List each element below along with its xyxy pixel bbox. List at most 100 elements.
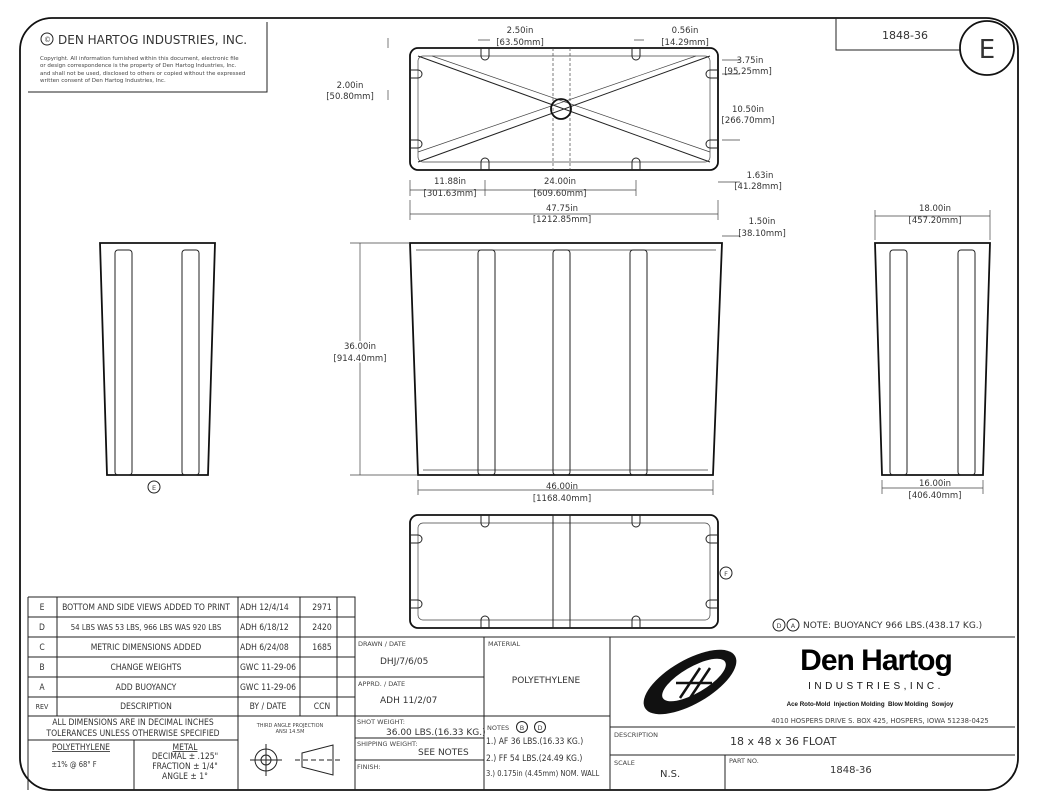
dim-value: 24.00in [544,177,576,187]
note-tag: A [791,622,796,630]
rev-letter: C [39,643,44,653]
dim-value: 18.00in [919,204,951,214]
dim-value: 2.50in [507,26,534,36]
notes-tag: D [537,724,542,732]
projection-line: THIRD ANGLE PROJECTION [256,723,324,729]
logo-company-sub: INDUSTRIES,INC. [808,681,944,692]
rev-description: BOTTOM AND SIDE VIEWS ADDED TO PRINT [62,603,230,613]
rev-header: DESCRIPTION [120,702,172,712]
buoyancy-note: D A NOTE: BUOYANCY 966 LBS.(438.17 KG.) [772,618,982,632]
dim-value: [50.80mm] [326,92,374,102]
rev-letter: B [39,663,44,673]
rev-letter: E [40,603,45,613]
shipping-weight-label: SHIPPING WEIGHT: [357,740,417,748]
description-label: DESCRIPTION [614,731,658,739]
copyright-line: or design correspondence is the property… [40,63,237,69]
dim-value: [63.50mm] [496,38,544,48]
dim-value: 46.00in [546,482,578,492]
rev-letter: D [39,623,45,633]
dim-value: 1.63in [747,171,774,181]
header-part-block: 1848-36 E [835,18,1015,76]
dim-value: 10.50in [732,105,764,115]
company-address: 4010 HOSPERS DRIVE S. BOX 425, HOSPERS, … [771,717,989,725]
dim-value: [38.10mm] [738,229,786,239]
rev-description: CHANGE WEIGHTS [110,663,181,673]
metal-fraction: FRACTION ± 1/4" [152,762,218,772]
material-value: POLYETHYLENE [512,676,581,686]
front-view [409,242,723,476]
header-part-number: 1848-36 [882,29,928,42]
material-label: MATERIAL [488,640,521,648]
projection-line: ANSI 14.5M [276,729,305,735]
bottom-view-callout: F [724,570,728,578]
dim-value: 2.00in [337,81,364,91]
rev-letter: A [39,683,45,693]
dim-value: [1168.40mm] [533,494,591,504]
copyright-block: © DEN HARTOG INDUSTRIES, INC. Copyright.… [28,22,268,93]
dim-value: 47.75in [546,204,578,214]
note-tag: D [776,622,781,630]
part-value: 1848-36 [830,765,872,776]
notes-label: NOTES [487,724,509,732]
left-side-view: E [99,242,216,494]
dim-value: [406.40mm] [909,491,962,501]
tolerance-line: TOLERANCES UNLESS OTHERWISE SPECIFIED [45,729,219,739]
shipping-weight-value: SEE NOTES [418,748,469,758]
rev-description: ADD BUOYANCY [116,683,177,693]
rev-header: CCN [314,702,330,712]
title-block-grid [355,637,1015,790]
dimension-lines [350,38,991,495]
dim-value: [1212.85mm] [533,215,591,225]
dim-value: [266.70mm] [722,116,775,126]
company-heading: DEN HARTOG INDUSTRIES, INC. [58,33,247,47]
note-item: 1.) AF 36 LBS.(16.33 KG.) [486,737,583,747]
dimension-labels: 2.50in [63.50mm] 0.56in [14.29mm] 3.75in… [326,26,961,504]
dim-value: 1.50in [749,217,776,227]
sheet-border [19,17,1019,791]
drawn-value: DHJ/7/6/05 [380,657,428,667]
shot-weight-label: SHOT WEIGHT: [357,718,405,726]
poly-value: ±1% @ 68° F [51,760,96,769]
rev-ccn: 1685 [312,643,332,653]
tolerance-line: ALL DIMENSIONS ARE IN DECIMAL INCHES [52,718,214,728]
metal-angle: ANGLE ± 1° [162,772,208,782]
rev-by-date: ADH 6/24/08 [240,643,289,653]
dim-value: [95.25mm] [724,67,772,77]
revision-rows: E BOTTOM AND SIDE VIEWS ADDED TO PRINT A… [36,603,332,712]
copyright-icon [40,32,54,46]
copyright-line: written consent of Den Hartog Industries… [40,78,166,84]
rev-by-date: GWC 11-29-06 [240,663,296,673]
revision-letter: E [979,35,995,65]
logo-company-name: Den Hartog [800,644,952,677]
rev-description: METRIC DIMENSIONS ADDED [91,643,202,653]
copyright-line: and shall not be used, disclosed to othe… [40,71,245,77]
company-logo: Den Hartog INDUSTRIES,INC. Ace Roto-Mold… [643,644,989,725]
dim-value: 16.00in [919,479,951,489]
description-value: 18 x 48 x 36 FLOAT [730,735,837,748]
rev-description: 54 LBS WAS 53 LBS, 966 LBS WAS 920 LBS [71,623,222,632]
rev-by-date: ADH 12/4/14 [240,603,289,613]
approved-value: ADH 11/2/07 [380,696,437,706]
dim-value: [457.20mm] [909,216,962,226]
drawn-label: DRAWN / DATE [358,640,406,648]
bottom-view: F [409,514,733,629]
rev-ccn: 2971 [312,603,332,613]
copyright-line: Copyright. All information furnished wit… [40,56,239,62]
dim-value: 11.88in [434,177,466,187]
note-item: 2.) FF 54 LBS.(24.49 KG.) [486,754,582,764]
note-text: NOTE: BUOYANCY 966 LBS.(438.17 KG.) [803,621,982,631]
dim-value: 36.00in [344,342,376,352]
notes-tag: B [520,724,524,732]
title-block-fields: DRAWN / DATE DHJ/7/6/05 APPRD. / DATE AD… [357,640,872,780]
approved-label: APPRD. / DATE [358,680,405,688]
logo-services: Ace Roto-Mold Injection Molding Blow Mol… [787,701,954,708]
dim-value: [609.60mm] [534,189,587,199]
note-item: 3.) 0.175in (4.45mm) NOM. WALL [486,769,599,778]
finish-label: FINISH: [357,763,381,771]
metal-label: METAL [173,743,199,753]
tolerance-block: ALL DIMENSIONS ARE IN DECIMAL INCHES TOL… [45,718,219,782]
shot-weight-value: 36.00 LBS.(16.33 KG.) [386,728,486,738]
rev-ccn: 2420 [312,623,332,633]
dim-value: [14.29mm] [661,38,709,48]
